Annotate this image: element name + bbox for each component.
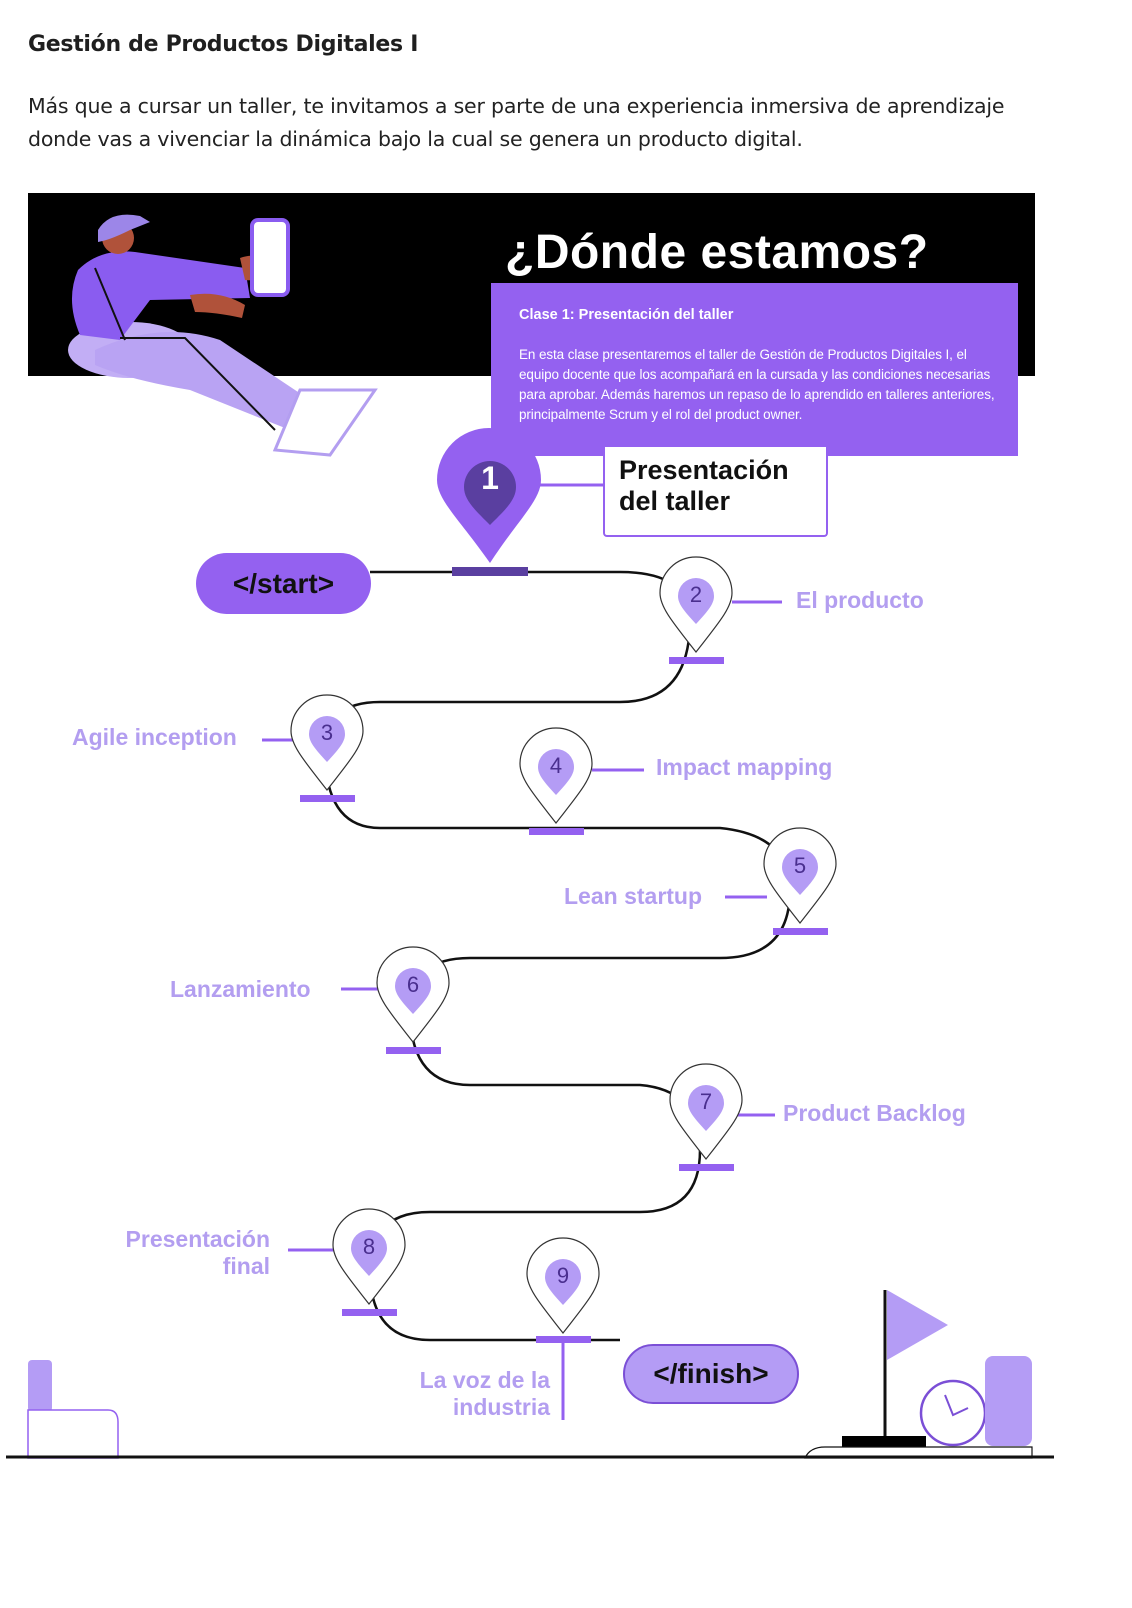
stage-6-label: Lanzamiento xyxy=(170,976,311,1002)
stage-5-number[interactable]: 5 xyxy=(793,853,807,878)
course-intro: Más que a cursar un taller, te invitamos… xyxy=(28,94,1005,151)
stage-5-label: Lean startup xyxy=(564,883,703,909)
current-stage-line2: del taller xyxy=(619,486,731,516)
roadmap-heading: ¿Dónde estamos? xyxy=(505,226,929,279)
stage-6-number[interactable]: 6 xyxy=(406,972,420,997)
stage-2-number[interactable]: 2 xyxy=(689,582,703,607)
stage-tooltip: Clase 1: Presentación del taller En esta… xyxy=(491,283,1018,456)
tooltip-body: En esta clase presentaremos el taller de… xyxy=(519,347,995,422)
label-connectors xyxy=(262,483,782,1420)
location-pin-icon xyxy=(437,428,541,576)
start-pill: </start> xyxy=(196,553,371,614)
person-with-phone-illustration xyxy=(68,214,378,457)
route-path xyxy=(323,570,792,1342)
current-stage-line1: Presentación xyxy=(619,455,789,485)
stage-9-label-line1: La voz de la xyxy=(419,1367,550,1393)
tooltip-title: Clase 1: Presentación del taller xyxy=(519,307,734,323)
location-pin-icon xyxy=(763,827,837,935)
stage-9-label: La voz de la industria xyxy=(400,1367,550,1421)
chair-illustration xyxy=(27,1360,119,1459)
stage-4-label: Impact mapping xyxy=(656,754,833,780)
finish-pill: </finish> xyxy=(623,1344,799,1404)
stage-2-label: El producto xyxy=(796,587,924,613)
stage-7-number[interactable]: 7 xyxy=(699,1089,713,1114)
location-pin-icon xyxy=(290,694,364,802)
stage-9-number[interactable]: 9 xyxy=(556,1263,570,1288)
stage-1-number[interactable]: 1 xyxy=(481,460,499,496)
flag-icon xyxy=(842,1290,948,1448)
stage-8-number[interactable]: 8 xyxy=(362,1234,376,1259)
stage-8-label: Presentación final xyxy=(112,1226,270,1280)
location-pin-icon xyxy=(669,1063,743,1171)
location-pin-icon xyxy=(332,1208,406,1316)
stage-8-label-line1: Presentación xyxy=(125,1226,270,1252)
page-title: Gestión de Productos Digitales I xyxy=(28,32,419,57)
stage-8-label-line2: final xyxy=(222,1253,270,1279)
location-pin-icon xyxy=(526,1237,600,1343)
stage-3-label: Agile inception xyxy=(72,724,237,750)
location-pin-icon xyxy=(519,727,593,835)
sofa-illustration xyxy=(804,1356,1033,1459)
stage-3-number[interactable]: 3 xyxy=(320,720,334,745)
stage-4-number[interactable]: 4 xyxy=(549,753,563,778)
course-roadmap: ¿Dónde estamos? Clase 1: Presentación de… xyxy=(0,190,1132,1520)
location-pin-icon xyxy=(659,556,733,664)
current-stage-box[interactable]: Presentación del taller xyxy=(603,447,828,537)
location-pin-icon xyxy=(376,946,450,1054)
stage-9-label-line2: industria xyxy=(452,1394,550,1420)
stage-7-label: Product Backlog xyxy=(783,1100,966,1126)
clock-icon xyxy=(919,1379,987,1447)
